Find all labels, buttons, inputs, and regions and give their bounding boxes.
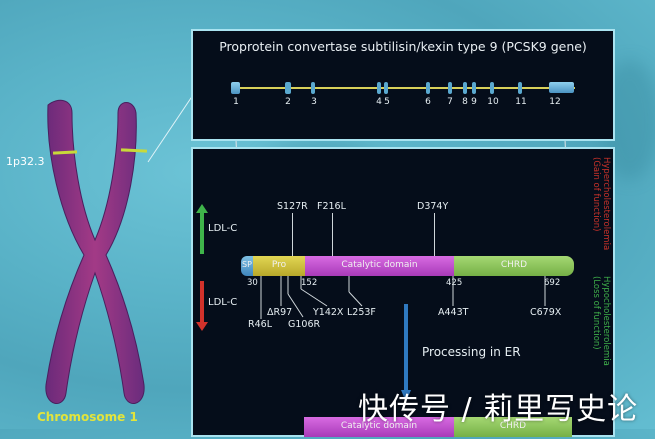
position-tick: 152 bbox=[301, 278, 318, 288]
loss-of-function-label: Hypocholesterolemia (Loss of function) bbox=[591, 276, 611, 366]
mutation-pointer bbox=[332, 213, 333, 256]
exon-number: 1 bbox=[233, 97, 239, 107]
exon-number: 9 bbox=[471, 97, 477, 107]
position-tick: 30 bbox=[247, 278, 258, 288]
domain-pro: Pro bbox=[253, 256, 305, 276]
mutation-label: R46L bbox=[248, 319, 272, 330]
exon-4 bbox=[377, 82, 381, 94]
exon-8 bbox=[463, 82, 467, 94]
exon-number: 4 bbox=[376, 97, 382, 107]
loss-mutation-pointers bbox=[260, 276, 546, 319]
mutation-label: ΔR97 bbox=[267, 307, 293, 318]
exon-10 bbox=[490, 82, 494, 94]
domain-chrd: CHRD bbox=[454, 256, 574, 276]
exon-6 bbox=[426, 82, 430, 94]
exon-1 bbox=[231, 82, 240, 94]
exon-12 bbox=[549, 82, 574, 93]
intron-line bbox=[235, 87, 575, 89]
gene-title: Proprotein convertase subtilisin/kexin t… bbox=[219, 39, 587, 54]
mutation-label: C679X bbox=[530, 307, 562, 318]
exon-number: 2 bbox=[285, 97, 291, 107]
mutation-label: Y142X bbox=[313, 307, 344, 318]
gain-of-function-label: Hypercholesterolemia (Gain of function) bbox=[591, 157, 611, 251]
ldl-up-arrow-icon bbox=[196, 204, 208, 254]
domain-sp: SP bbox=[241, 256, 253, 276]
exon-number: 12 bbox=[549, 97, 561, 107]
exon-number: 7 bbox=[447, 97, 453, 107]
exon-11 bbox=[518, 82, 522, 94]
exon-number: 11 bbox=[515, 97, 527, 107]
mutation-label: L253F bbox=[347, 307, 376, 318]
watermark: 快传号 / 莉里写史论 bbox=[358, 392, 639, 427]
exon-9 bbox=[472, 82, 476, 94]
processing-label: Processing in ER bbox=[422, 345, 521, 359]
ldl-up-label: LDL-C bbox=[208, 223, 238, 234]
exon-number: 8 bbox=[462, 97, 468, 107]
mutation-label: S127R bbox=[277, 201, 308, 212]
domain-catalytic: Catalytic domain bbox=[305, 256, 454, 276]
position-tick: 425 bbox=[446, 278, 463, 288]
exon-5 bbox=[384, 82, 388, 94]
mutation-pointer bbox=[434, 213, 435, 256]
mutation-label: D374Y bbox=[417, 201, 449, 212]
chromosome-illustration bbox=[45, 99, 148, 404]
exon-number: 5 bbox=[384, 97, 390, 107]
mutation-label: G106R bbox=[288, 319, 321, 330]
ldl-down-arrow-icon bbox=[196, 281, 208, 331]
mutation-label: F216L bbox=[317, 201, 346, 212]
processing-arrow-icon bbox=[401, 304, 411, 402]
exon-7 bbox=[448, 82, 452, 94]
gene-panel: Proprotein convertase subtilisin/kexin t… bbox=[191, 29, 615, 141]
mutation-label: A443T bbox=[438, 307, 469, 318]
ldl-down-label: LDL-C bbox=[208, 297, 238, 308]
protein-panel: LDL-C LDL-C S127R F216L D374Y SP Pro Cat… bbox=[191, 147, 615, 437]
exon-2 bbox=[285, 82, 291, 94]
mutation-pointer bbox=[292, 213, 293, 256]
chromosome-label: Chromosome 1 bbox=[37, 410, 138, 424]
exon-number: 10 bbox=[487, 97, 499, 107]
exon-number: 6 bbox=[425, 97, 431, 107]
locus-label: 1p32.3 bbox=[6, 155, 45, 168]
exon-3 bbox=[311, 82, 315, 94]
position-tick: 692 bbox=[544, 278, 561, 288]
exon-number: 3 bbox=[311, 97, 317, 107]
